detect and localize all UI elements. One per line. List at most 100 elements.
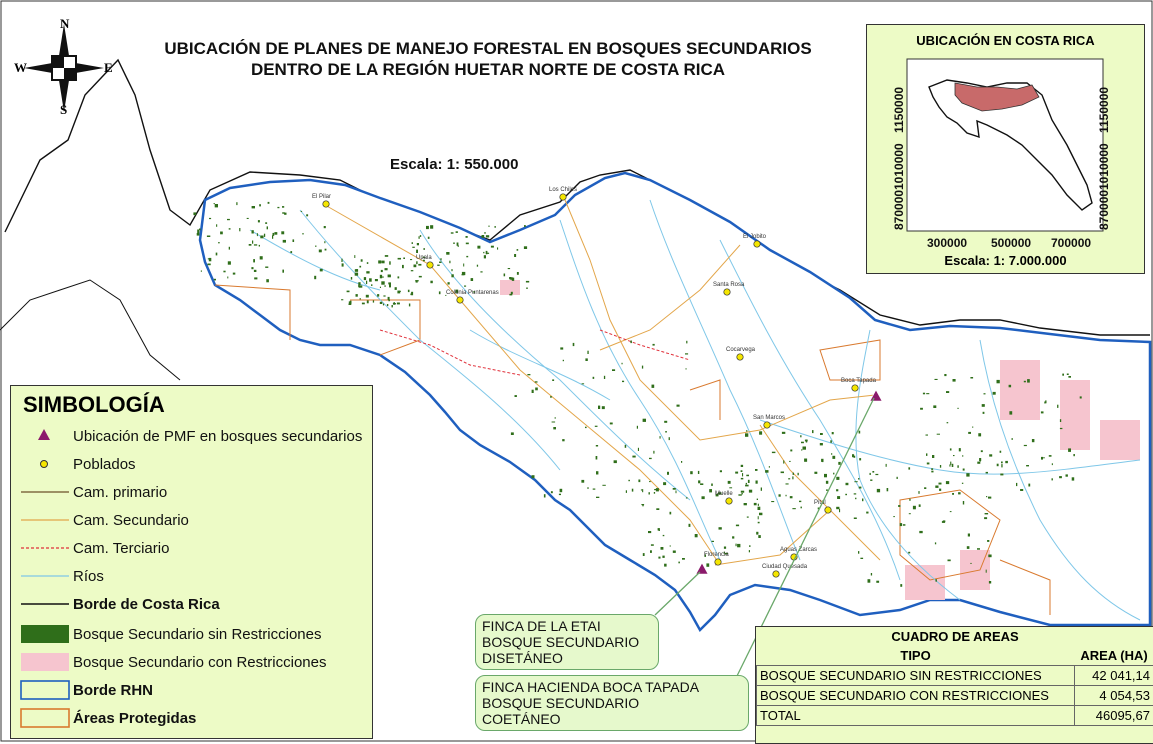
forest-speck [1068, 448, 1071, 452]
forest-speck [870, 473, 871, 475]
forest-speck [598, 406, 600, 409]
forest-speck [801, 442, 804, 444]
forest-speck [651, 544, 654, 546]
forest-speck [839, 509, 840, 512]
forest-speck [416, 280, 418, 282]
forest-speck [862, 499, 863, 502]
forest-speck [628, 480, 630, 481]
legend-item-label: Áreas Protegidas [73, 710, 196, 727]
forest-speck [602, 406, 605, 409]
forest-speck [749, 545, 750, 547]
forest-speck [875, 474, 878, 475]
forest-speck [377, 294, 379, 297]
forest-speck [218, 242, 220, 243]
forest-speck [604, 376, 605, 379]
forest-speck [410, 259, 412, 260]
forest-speck [486, 253, 489, 254]
forest-speck [552, 379, 554, 381]
forest-speck [989, 581, 991, 584]
forest-speck [685, 353, 688, 354]
forest-speck [215, 204, 218, 207]
forest-speck [524, 246, 527, 249]
forest-speck [259, 204, 261, 206]
forest-speck [306, 214, 308, 216]
forest-speck [779, 494, 781, 496]
legend-item-label: Cam. Secundario [73, 512, 189, 529]
forest-speck [786, 495, 787, 497]
forest-speck [227, 219, 230, 220]
forest-speck [804, 459, 807, 462]
forest-speck [517, 249, 519, 251]
forest-speck [1028, 484, 1030, 487]
forest-speck [360, 298, 361, 299]
forest-speck [741, 491, 744, 493]
forest-speck [449, 261, 450, 264]
forest-speck [931, 468, 933, 470]
forest-speck [653, 451, 654, 454]
forest-speck [281, 231, 284, 234]
forest-speck [648, 531, 651, 533]
forest-speck [846, 483, 849, 485]
forest-speck [870, 480, 872, 481]
forest-speck [746, 475, 749, 477]
forest-speck [832, 456, 835, 459]
forest-speck [1009, 411, 1012, 414]
forest-speck [737, 544, 740, 547]
forest-speck [790, 450, 792, 452]
callout-etai-line1: FINCA DE LA ETAI [482, 618, 652, 634]
forest-speck [747, 517, 749, 518]
town-label: Boca Tapada [841, 378, 877, 384]
forest-speck [677, 405, 680, 407]
legend-item: Borde de Costa Rica [11, 592, 371, 616]
callout-etai: FINCA DE LA ETAI BOSQUE SECUNDARIO DISET… [475, 614, 659, 670]
forest-speck [652, 385, 655, 388]
forest-speck [426, 226, 429, 229]
legend-item-label: Bosque Secundario con Restricciones [73, 654, 326, 671]
forest-speck [686, 497, 688, 498]
forest-speck [1026, 465, 1029, 466]
forest-speck [1005, 461, 1008, 463]
forest-speck [924, 487, 926, 489]
forest-speck [1000, 474, 1003, 476]
forest-speck [1016, 483, 1017, 486]
areas-row-area: 42 041,14 [1075, 666, 1153, 686]
forest-speck [1068, 376, 1071, 378]
forest-speck [940, 465, 941, 468]
forest-speck [876, 581, 879, 583]
forest-speck [986, 496, 987, 497]
forest-speck [641, 489, 642, 490]
forest-speck [367, 262, 369, 264]
forest-speck [1009, 385, 1012, 388]
forest-speck [535, 381, 538, 382]
forest-speck [342, 263, 344, 266]
forest-speck [950, 448, 952, 450]
town-label: Los Chiles [549, 187, 577, 193]
forest-speck [424, 248, 425, 250]
forest-speck [362, 303, 365, 305]
forest-speck [859, 487, 862, 489]
forest-speck [207, 236, 210, 238]
inset-map: UBICACIÓN EN COSTA RICA 300000 500000 70… [866, 24, 1145, 274]
forest-speck [711, 484, 713, 486]
forest-speck [378, 260, 381, 263]
forest-speck [630, 341, 632, 344]
inset-x-tick-1: 300000 [927, 236, 967, 250]
forest-speck [746, 483, 747, 485]
forest-speck [1073, 454, 1075, 456]
forest-speck [595, 426, 598, 427]
forest-speck [375, 279, 378, 281]
compass-w: W [14, 60, 27, 75]
forest-speck [756, 532, 758, 535]
areas-table: CUADRO DE AREAS TIPO AREA (HA) BOSQUE SE… [755, 626, 1153, 744]
forest-speck [409, 304, 410, 307]
forest-speck [735, 472, 738, 474]
forest-speck [946, 481, 949, 484]
forest-speck [356, 294, 358, 297]
forest-speck [253, 259, 255, 262]
forest-speck [1027, 379, 1030, 383]
forest-speck [209, 258, 212, 261]
forest-speck [383, 304, 384, 306]
legend-item-label: Bosque Secundario sin Restricciones [73, 626, 321, 643]
areas-col-area: AREA (HA) [1075, 646, 1153, 666]
town-label: Muelle [715, 491, 733, 497]
